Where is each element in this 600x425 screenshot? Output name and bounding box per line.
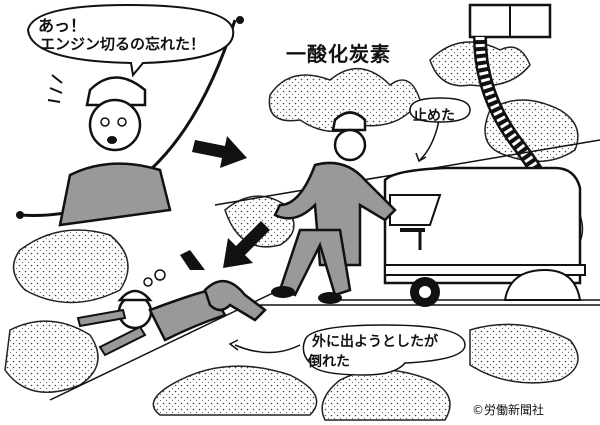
copyright-credit: ©労働新聞社 [472, 403, 545, 417]
label-bubble-shape [409, 97, 471, 123]
exhaust-clouds [4, 41, 584, 421]
speech-line-2: エンジン切るの忘れた！ [40, 35, 206, 53]
truck [383, 166, 586, 307]
fallen-worker [76, 250, 267, 357]
title-carbon-monoxide: 一酸化炭素 [286, 42, 391, 66]
speech-line-1: あっ！ [38, 16, 87, 35]
arrows [192, 114, 441, 354]
caption-line-2: 倒れた [308, 354, 350, 370]
inset-panel [16, 16, 244, 227]
caption-line-1: 外に出ようとしたが [312, 334, 438, 350]
speech-bubble-shape [26, 3, 235, 78]
caption-bubble-shape [302, 324, 466, 376]
label-stopped: 止めた [413, 108, 455, 124]
standing-worker [271, 111, 397, 304]
